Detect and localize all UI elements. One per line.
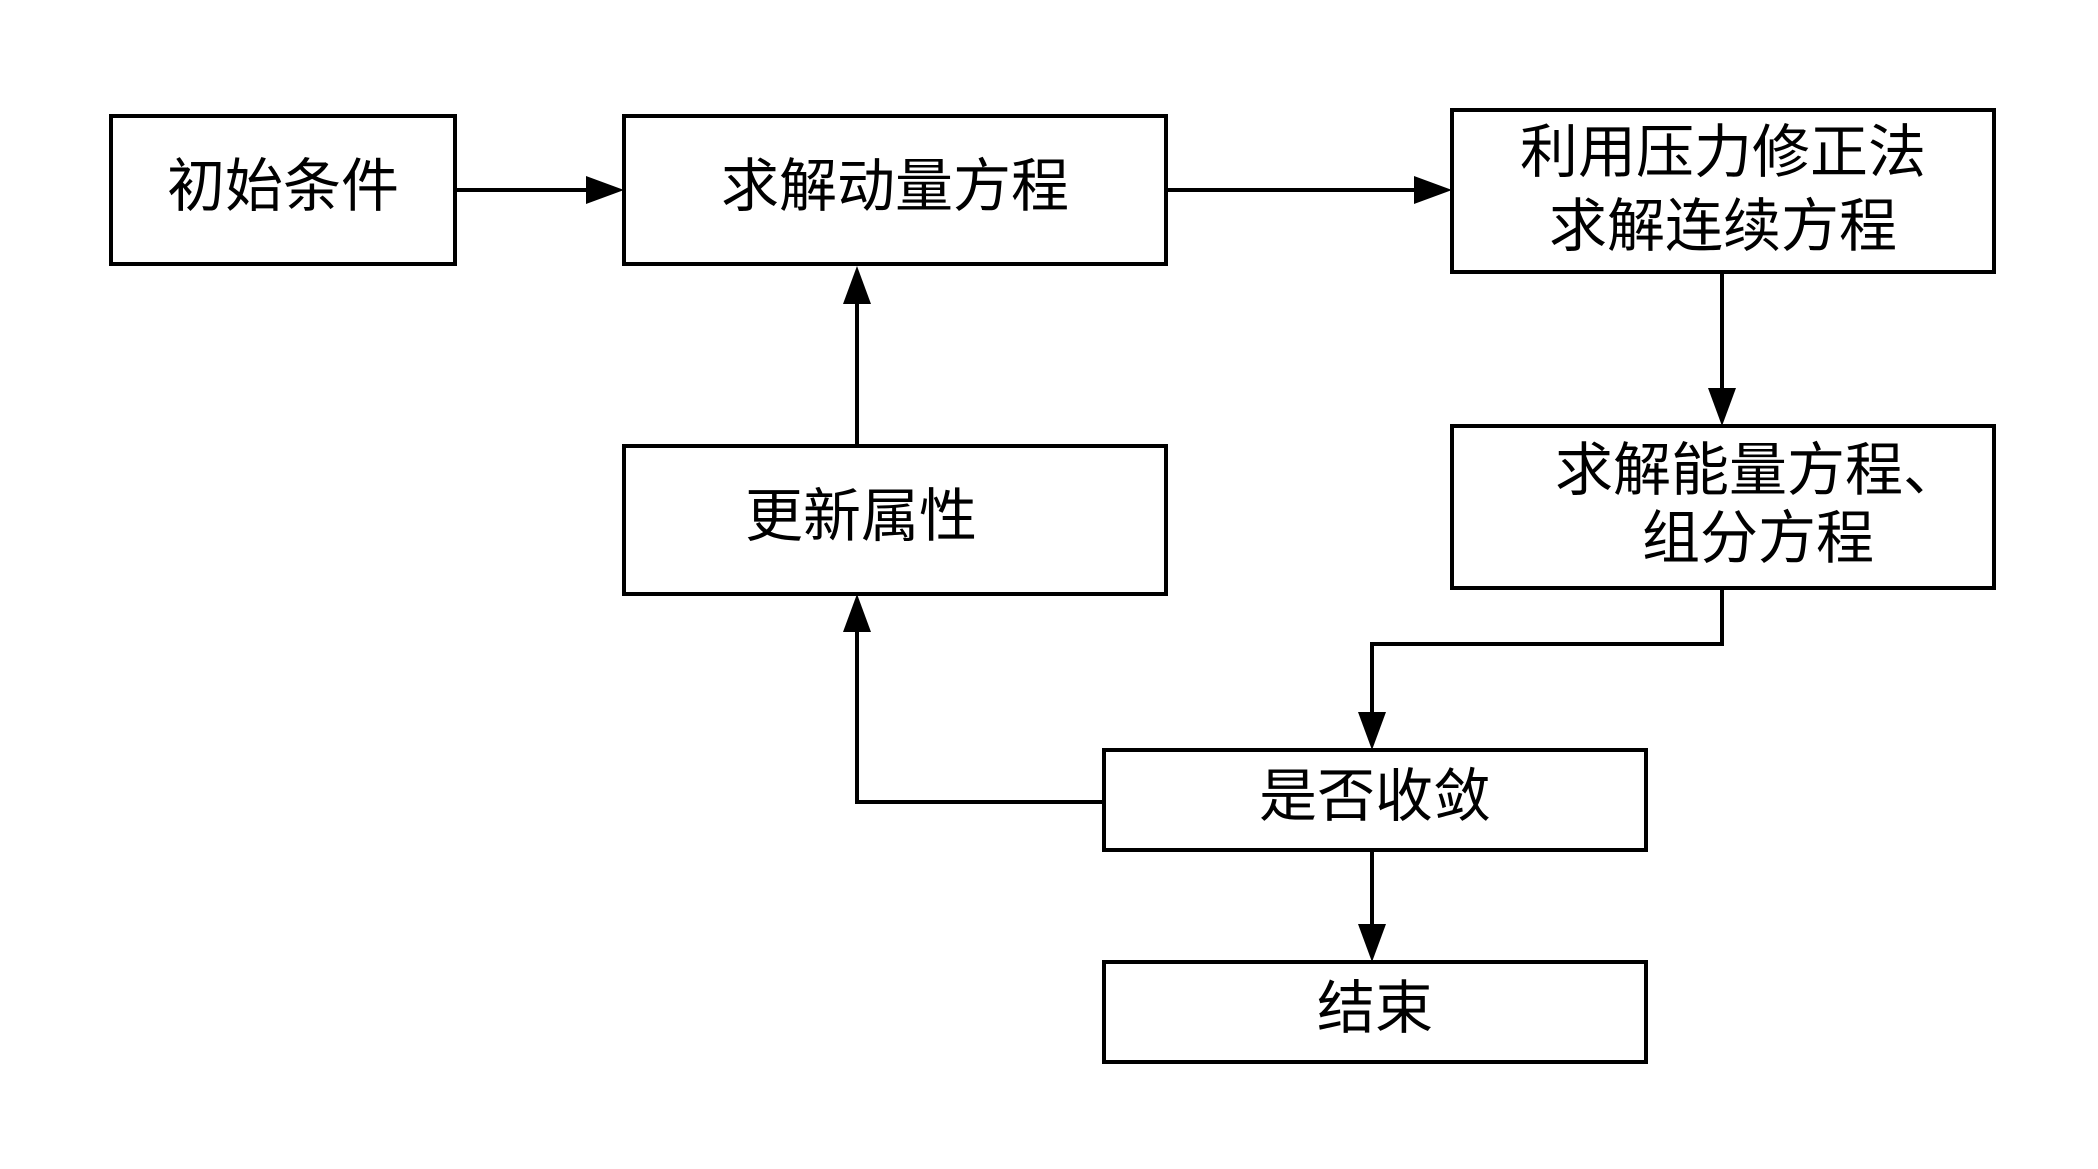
node-convergence-check: 是否收敛 [1102, 748, 1648, 852]
edge-initial-to-momentum [455, 176, 624, 204]
node-pressure-correction-line-1: 利用压力修正法 [1520, 118, 1926, 186]
node-convergence-check-label: 是否收敛 [1259, 762, 1491, 830]
edge-update-to-momentum [843, 266, 871, 446]
node-solve-momentum-label: 求解动量方程 [721, 152, 1069, 220]
node-end: 结束 [1102, 960, 1648, 1064]
node-pressure-correction-line-2: 求解连续方程 [1549, 192, 1897, 260]
node-solve-energy-line-2: 组分方程 [1642, 504, 1874, 572]
node-update-properties-label: 更新属性 [745, 482, 977, 550]
node-solve-energy: 求解能量方程、 组分方程 [1450, 424, 1996, 590]
edge-momentum-to-pressure-correction [1166, 176, 1452, 204]
node-initial-conditions: 初始条件 [109, 114, 457, 266]
edge-convergence-to-end [1358, 852, 1386, 962]
edges [455, 176, 1736, 962]
node-pressure-correction: 利用压力修正法 求解连续方程 [1450, 108, 1996, 274]
node-solve-momentum: 求解动量方程 [622, 114, 1168, 266]
node-initial-conditions-label: 初始条件 [167, 152, 399, 220]
edge-convergence-to-update [843, 594, 1104, 804]
node-end-label: 结束 [1317, 974, 1433, 1042]
node-solve-energy-line-1: 求解能量方程、 [1555, 436, 1961, 504]
edge-pressure-correction-to-energy [1708, 272, 1736, 426]
node-update-properties: 更新属性 [622, 444, 1168, 596]
edge-energy-to-convergence [1358, 588, 1724, 750]
